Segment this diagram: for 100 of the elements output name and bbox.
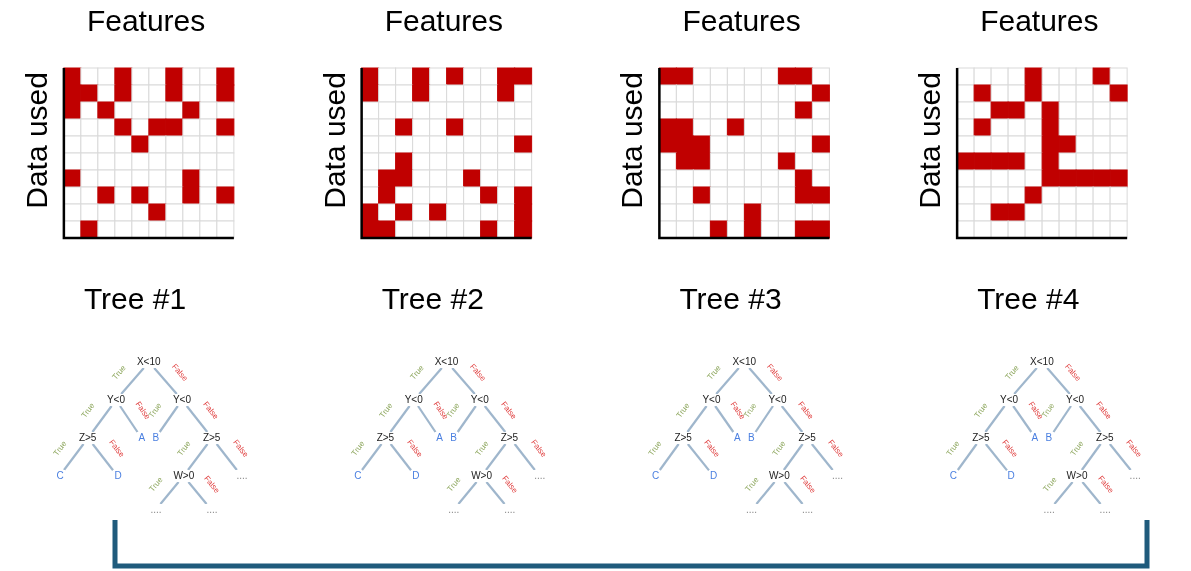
tree-branch xyxy=(1081,481,1102,505)
tree-node-label: Y<0 xyxy=(1065,394,1086,406)
tree-branch xyxy=(755,481,776,505)
tree-branch xyxy=(389,405,411,433)
tree-node-label: C xyxy=(650,470,661,482)
tree-node-label: W>0 xyxy=(1065,470,1089,482)
tree-node-label: Z>5 xyxy=(673,432,693,444)
tree-node-label: D xyxy=(411,470,421,482)
tree-branch xyxy=(714,405,735,433)
tree-node-label: C xyxy=(948,470,958,482)
tree-branch xyxy=(91,443,114,471)
tree-branch xyxy=(457,481,478,505)
tree-node-label: D xyxy=(708,470,719,482)
tree-node-label: W>0 xyxy=(767,470,791,482)
tree-branch xyxy=(361,443,383,471)
edge-label: True xyxy=(407,362,426,382)
tree-node-label: B xyxy=(1044,432,1054,444)
tree-node-label: Z>5 xyxy=(1095,432,1115,444)
tree-node-label: A xyxy=(435,432,444,444)
tree-branch xyxy=(485,443,507,471)
tree-node-label: C xyxy=(353,470,363,482)
tree-node-label: X<10 xyxy=(731,356,757,368)
tree-branch xyxy=(780,405,804,433)
tree-node-label: Y<0 xyxy=(999,394,1020,406)
edge-label: True xyxy=(1002,362,1021,382)
edge-label: True xyxy=(444,474,463,494)
tree-branch xyxy=(754,405,774,433)
tree-title: Tree #2 xyxy=(381,282,484,316)
tree-node-label: .... xyxy=(1098,504,1112,516)
tree-node-label: A xyxy=(732,432,742,444)
axis-label: Data used xyxy=(913,72,948,209)
tree-branch xyxy=(686,443,710,472)
tree-branch xyxy=(1053,481,1074,505)
tree-node-label: Z>5 xyxy=(797,432,817,444)
tree-node-label: Y<0 xyxy=(701,394,722,406)
tree-node-label: D xyxy=(1006,470,1016,482)
tree-branch xyxy=(187,481,208,505)
tree-node-label: Y<0 xyxy=(469,394,490,406)
tree-branch xyxy=(1046,367,1071,395)
tree-node-label: A xyxy=(1030,432,1040,444)
tree-node-label: Z>5 xyxy=(375,432,396,444)
tree-branch xyxy=(456,405,477,433)
tree-node-label: Z>5 xyxy=(971,432,991,444)
tree-branch xyxy=(120,367,145,395)
tree-node-label: C xyxy=(55,470,65,482)
tree-title: Tree #4 xyxy=(977,282,1080,316)
axis-label: Features xyxy=(682,4,801,38)
tree-branch xyxy=(119,405,139,433)
edge-label: True xyxy=(146,474,165,494)
tree-node-label: Z>5 xyxy=(77,432,98,444)
tree-branch xyxy=(187,443,209,471)
edge-label: True xyxy=(1040,474,1059,494)
tree-branch xyxy=(984,405,1006,433)
tree-branch xyxy=(91,405,113,433)
edge-label: True xyxy=(109,362,128,382)
tree-branch xyxy=(956,443,978,471)
tree-title: Tree #1 xyxy=(83,282,187,316)
tree-branch xyxy=(1052,405,1072,433)
tree-node-label: B xyxy=(746,432,756,444)
tree-branch xyxy=(158,405,179,433)
tree-node-label: .... xyxy=(149,504,163,516)
tree-branch xyxy=(1080,443,1102,471)
tree-node-label: .... xyxy=(800,504,814,516)
tree-node-label: Y<0 xyxy=(767,394,788,406)
tree-branch xyxy=(513,443,536,471)
tree-node-label: .... xyxy=(447,504,461,516)
tree-node-label: .... xyxy=(503,504,517,516)
tree-branch xyxy=(451,367,476,395)
tree-node-label: X<10 xyxy=(433,356,460,368)
tree-branch xyxy=(483,405,507,433)
tree-title: Tree #3 xyxy=(679,282,782,316)
tree-branch xyxy=(810,443,834,471)
tree-node-label: Y<0 xyxy=(171,394,192,406)
tree-branch xyxy=(1012,405,1033,433)
tree-branch xyxy=(715,367,740,395)
tree-branch xyxy=(748,367,773,395)
tree-branch xyxy=(1013,367,1038,395)
tree-branch xyxy=(1108,443,1132,471)
tree-branch xyxy=(783,481,804,505)
tree-node-label: W>0 xyxy=(470,470,493,482)
tree-node-label: Z>5 xyxy=(201,432,222,444)
tree-branch xyxy=(417,405,437,433)
tree-node-label: .... xyxy=(533,470,547,482)
axis-label: Features xyxy=(86,4,206,38)
tree-node-label: W>0 xyxy=(172,470,196,482)
tree-node-label: B xyxy=(449,432,458,444)
tree-branch xyxy=(984,443,1008,472)
tree-node-label: Y<0 xyxy=(403,394,424,406)
tree-node-label: X<10 xyxy=(135,356,162,368)
tree-node-label: B xyxy=(151,432,161,444)
axis-label: Data used xyxy=(19,72,54,209)
tree-branch xyxy=(185,405,209,433)
tree-node-label: .... xyxy=(235,470,249,482)
tree-node-label: .... xyxy=(205,504,219,516)
tree-branch xyxy=(782,443,804,471)
tree-branch xyxy=(1078,405,1102,433)
tree-node-label: Y<0 xyxy=(105,394,126,406)
tree-branch xyxy=(686,405,708,433)
tree-node-label: A xyxy=(137,432,147,444)
edge-label: True xyxy=(704,362,723,382)
